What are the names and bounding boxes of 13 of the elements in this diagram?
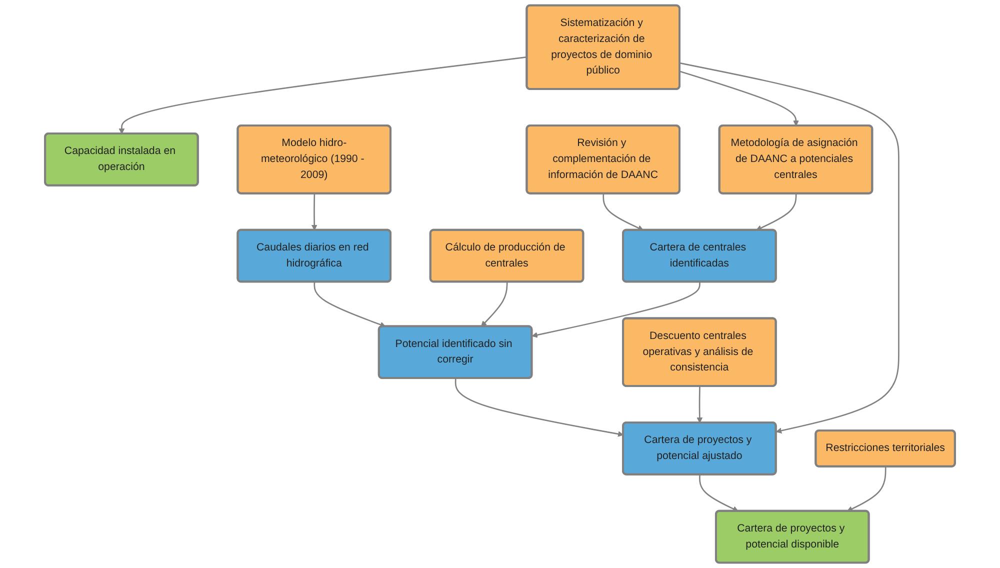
arrow	[532, 282, 700, 338]
arrow	[680, 62, 900, 434]
arrow	[756, 194, 797, 231]
arrow	[311, 194, 318, 230]
arrow	[602, 194, 644, 231]
arrow	[699, 474, 738, 512]
arrow	[680, 70, 799, 126]
arrow	[696, 386, 703, 424]
arrow	[454, 378, 624, 437]
arrow	[846, 466, 886, 512]
arrow	[480, 282, 508, 327]
arrow	[118, 56, 528, 134]
arrow	[314, 282, 386, 328]
